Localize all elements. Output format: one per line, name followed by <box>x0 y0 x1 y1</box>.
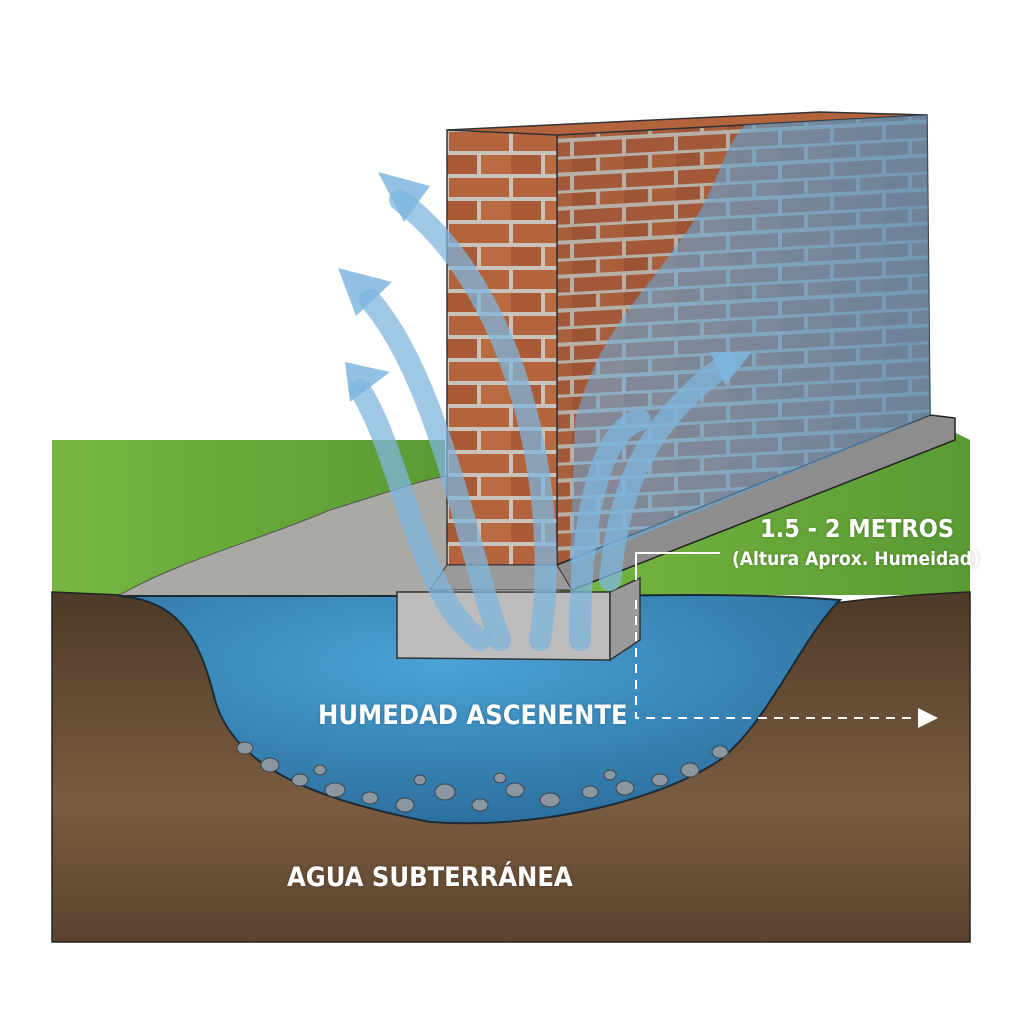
gravel-stones <box>236 741 729 813</box>
groundwater-label: AGUA SUBTERRÁNEA <box>287 862 573 893</box>
height-range-label: 1.5 - 2 METROS <box>760 514 955 543</box>
groundwater-pool <box>117 594 843 825</box>
rising-damp-arrows <box>349 189 736 651</box>
rising-damp-label: HUMEDAD ASCENENTE <box>318 700 628 731</box>
height-note-label: (Altura Aprox. Humeidad) <box>732 548 980 570</box>
arrow-up-icon <box>345 362 390 402</box>
arrow-up-icon <box>378 172 430 222</box>
arrow-up-icon <box>710 352 752 385</box>
damp-stain <box>570 115 930 565</box>
depth-dashed-arrow <box>635 600 938 728</box>
arrow-up-icon <box>338 268 392 316</box>
gravel-pile <box>116 475 448 597</box>
height-bracket <box>635 552 720 580</box>
arrow-heads <box>338 172 752 402</box>
